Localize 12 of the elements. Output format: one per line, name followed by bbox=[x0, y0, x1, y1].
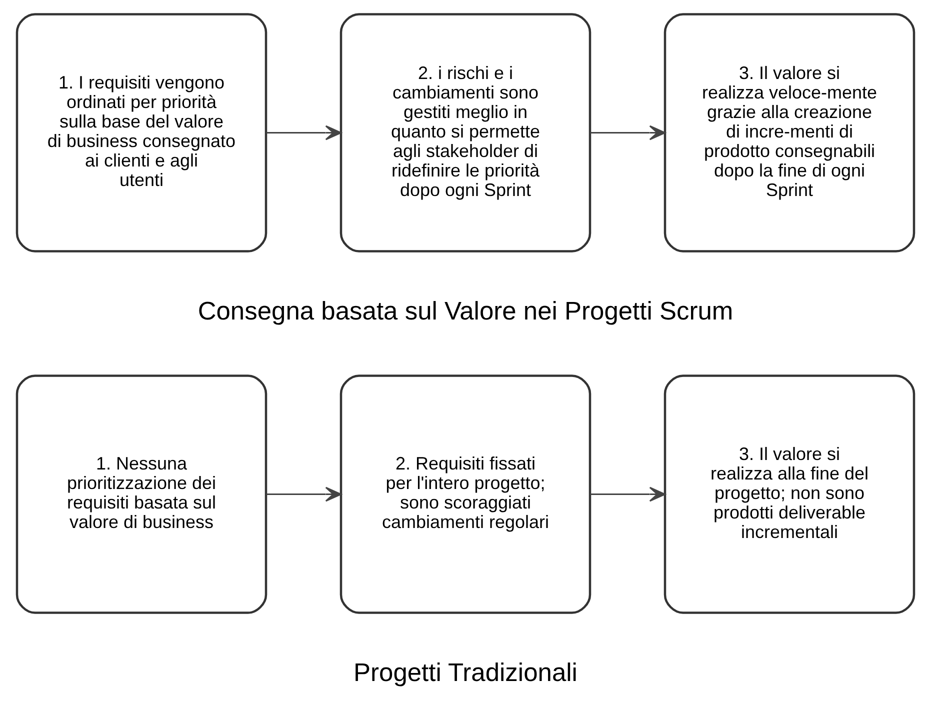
label: Consegna basata sul Valore nei Progetti Scrum bbox=[197, 298, 733, 326]
arrow bbox=[266, 486, 342, 502]
arrow bbox=[266, 125, 342, 140]
node-box: 2. i rischi e i cambiamenti sono gestiti meglio in quanto si permette agli stakeholder di ridefinire le priorità dopo ogni Sprint bbox=[339, 13, 591, 252]
node-box: 1. Nessuna prioritizzazione dei requisiti basata sul valore di business bbox=[15, 374, 267, 614]
node-box: 1. I requisiti vengono ordinati per priorità sulla base del valore di business consegnato ai clienti e agli utenti bbox=[15, 13, 267, 252]
arrow bbox=[590, 486, 666, 502]
node-box: 3. Il valore si realizza alla fine del progetto; non sono prodotti deliverable incrementali bbox=[663, 374, 915, 614]
arrow bbox=[590, 125, 666, 140]
node-box: 3. Il valore si realizza veloce-mente grazie alla creazione di incre-menti di prodotto consegnabili dopo la fine di ogni Sprint bbox=[663, 13, 915, 252]
node-box: 2. Requisiti fissati per l'intero progetto; sono scoraggiati cambiamenti regolari bbox=[339, 374, 591, 614]
label: Progetti Tradizionali bbox=[353, 659, 577, 688]
